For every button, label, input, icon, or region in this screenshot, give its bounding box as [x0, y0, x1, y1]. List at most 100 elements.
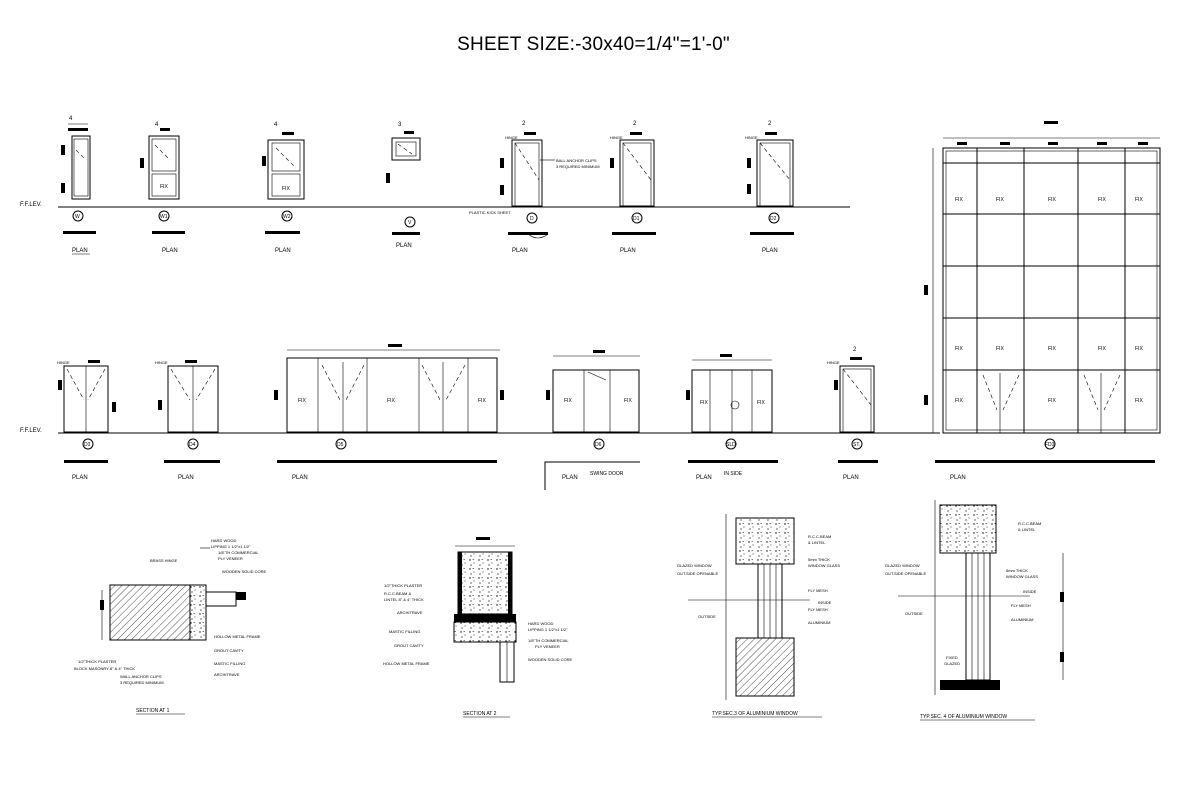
- svg-text:ALUMINIUM: ALUMINIUM: [1011, 617, 1033, 622]
- svg-text:GROUT CAVITY: GROUT CAVITY: [214, 648, 244, 653]
- svg-text:HINGE: HINGE: [610, 135, 623, 140]
- svg-text:WOODEN SOLID CORE: WOODEN SOLID CORE: [528, 657, 573, 662]
- svg-text:PLAN: PLAN: [620, 248, 636, 254]
- svg-text:D: D: [530, 216, 534, 222]
- svg-text:FIX: FIX: [996, 346, 1004, 352]
- svg-text:ARCHITRAVE: ARCHITRAVE: [214, 672, 240, 677]
- svg-text:PLAN: PLAN: [396, 243, 412, 249]
- svg-text:D2: D2: [770, 216, 777, 222]
- svg-text:FIX: FIX: [387, 398, 395, 404]
- svg-text:PLAN: PLAN: [178, 475, 194, 481]
- svg-text:HOLLOW METAL FRAME: HOLLOW METAL FRAME: [383, 661, 430, 666]
- svg-text:FIX: FIX: [1135, 346, 1143, 352]
- svg-text:D3: D3: [84, 442, 91, 448]
- svg-text:FIX: FIX: [757, 400, 765, 406]
- svg-text:PLAN: PLAN: [292, 475, 308, 481]
- ffl-label-row2: F.F.LEV.: [20, 428, 42, 434]
- svg-text:FIX: FIX: [282, 186, 290, 192]
- door-D2-elevation: 2 HINGE D2 PLAN: [745, 121, 794, 254]
- svg-text:W2: W2: [283, 214, 291, 220]
- row2-elevations: F.F.LEV. HINGE D3 PLAN HINGE D4: [20, 121, 1161, 490]
- svg-text:4: 4: [274, 122, 278, 128]
- svg-text:4: 4: [69, 116, 73, 122]
- window-W2-elevation: 4 FIX W2 PLAN: [262, 122, 305, 254]
- svg-text:1/2"THICK PLASTER: 1/2"THICK PLASTER: [384, 583, 422, 588]
- svg-text:FLY MESH: FLY MESH: [808, 588, 828, 593]
- svg-text:INSIDE: INSIDE: [818, 600, 832, 605]
- window-W-elevation: 4 W PLAN: [61, 116, 96, 255]
- svg-text:ARCHITRAVE: ARCHITRAVE: [397, 610, 423, 615]
- section-1-detail: HARD WOOD LIPPING 1 1/2"x1 1/2" 1/8"TH C…: [74, 538, 267, 715]
- svg-text:PLY VENEER: PLY VENEER: [218, 556, 243, 561]
- svg-text:HINGE: HINGE: [827, 360, 840, 365]
- svg-text:WINDOW GLASS: WINDOW GLASS: [1006, 574, 1038, 579]
- svg-text:LINTEL 8" & 4" THICK: LINTEL 8" & 4" THICK: [384, 597, 424, 602]
- svg-text:FIXED: FIXED: [946, 655, 958, 660]
- svg-text:HINGE: HINGE: [155, 360, 168, 365]
- svg-text:W: W: [75, 214, 80, 220]
- svg-text:FIX: FIX: [1048, 346, 1056, 352]
- facade-FD3-elevation: FIX FIX FIX FIX FIX FIX FIX FIX FIX FIX …: [924, 121, 1161, 481]
- svg-text:HOLLOW METAL FRAME: HOLLOW METAL FRAME: [214, 634, 261, 639]
- svg-text:ALUMINIUM: ALUMINIUM: [808, 620, 830, 625]
- svg-text:3: 3: [398, 122, 402, 128]
- row1-elevations: F.F.LEV. 4 W PLAN 4 FIX: [20, 116, 850, 255]
- door-D3-elevation: HINGE D3 PLAN: [57, 360, 116, 481]
- svg-text:R.C.C.BEAM: R.C.C.BEAM: [1018, 521, 1041, 526]
- svg-text:HINGE: HINGE: [57, 360, 70, 365]
- door-ST-elevation: 2 HINGE ST. PLAN: [827, 347, 878, 481]
- svg-text:PLAN: PLAN: [762, 248, 778, 254]
- svg-text:OUT.SIDE OPENABLE: OUT.SIDE OPENABLE: [885, 571, 926, 576]
- svg-text:GLAZED WINDOW: GLAZED WINDOW: [677, 563, 712, 568]
- svg-text:PLAN: PLAN: [512, 248, 528, 254]
- svg-text:WOODEN SOLID CORE: WOODEN SOLID CORE: [222, 569, 267, 574]
- door-SLD-elevation: FIX FIX SLD PLAN IN SIDE: [686, 354, 778, 481]
- svg-text:FIX: FIX: [1048, 398, 1056, 404]
- svg-text:FIX: FIX: [1098, 197, 1106, 203]
- svg-text:HARD WOOD: HARD WOOD: [211, 538, 236, 543]
- svg-text:FIX: FIX: [955, 346, 963, 352]
- svg-text:HINGE: HINGE: [745, 135, 758, 140]
- svg-text:HARD WOOD: HARD WOOD: [528, 621, 553, 626]
- svg-text:D5: D5: [337, 442, 344, 448]
- svg-text:FIX: FIX: [1135, 398, 1143, 404]
- svg-text:2: 2: [633, 121, 637, 127]
- svg-text:V: V: [408, 220, 412, 226]
- svg-text:BALL ANCHOR CLIPS: BALL ANCHOR CLIPS: [556, 158, 597, 163]
- svg-text:FIX: FIX: [700, 400, 708, 406]
- svg-text:FIX: FIX: [996, 197, 1004, 203]
- section-2-detail: 1/2"THICK PLASTER R.C.C.BEAM & LINTEL 8"…: [383, 537, 573, 718]
- svg-text:SECTION AT 2: SECTION AT 2: [463, 711, 497, 717]
- svg-text:INSIDE: INSIDE: [1023, 589, 1037, 594]
- svg-text:FIX: FIX: [564, 398, 572, 404]
- svg-text:FIX: FIX: [955, 398, 963, 404]
- svg-text:LIPPING 1 1/2"x1 1/2": LIPPING 1 1/2"x1 1/2": [528, 627, 568, 632]
- door-D6-elevation: FIX FIX D6 PLAN SWING DOOR: [544, 350, 640, 490]
- svg-text:PLAN: PLAN: [72, 248, 88, 254]
- svg-text:ST.: ST.: [853, 442, 860, 448]
- svg-text:IN SIDE: IN SIDE: [724, 471, 743, 477]
- svg-text:D6: D6: [595, 442, 602, 448]
- svg-text:FIX: FIX: [624, 398, 632, 404]
- svg-text:FIX: FIX: [478, 398, 486, 404]
- svg-text:GROUT CAVITY: GROUT CAVITY: [394, 643, 424, 648]
- svg-text:3 REQUIRED MINIMUM: 3 REQUIRED MINIMUM: [120, 680, 164, 685]
- svg-text:PLASTIC KICK SHEET: PLASTIC KICK SHEET: [469, 210, 511, 215]
- svg-text:D4: D4: [189, 442, 196, 448]
- svg-text:FIX: FIX: [955, 197, 963, 203]
- svg-text:FLY MESH: FLY MESH: [808, 607, 828, 612]
- svg-text:& LINTEL: & LINTEL: [808, 540, 826, 545]
- svg-text:BLOCK MASONRY 8" & 4" THICK: BLOCK MASONRY 8" & 4" THICK: [74, 666, 135, 671]
- svg-text:PLAN: PLAN: [950, 475, 966, 481]
- svg-text:MASTIC FILLING: MASTIC FILLING: [214, 661, 245, 666]
- svg-text:2: 2: [853, 347, 857, 353]
- svg-text:FIX: FIX: [298, 398, 306, 404]
- svg-text:OUTSIDE: OUTSIDE: [698, 614, 716, 619]
- svg-text:WINDOW GLASS: WINDOW GLASS: [808, 563, 840, 568]
- svg-text:PLAN: PLAN: [696, 475, 712, 481]
- svg-text:R.C.C.BEAM &: R.C.C.BEAM &: [384, 591, 411, 596]
- svg-text:2: 2: [522, 121, 526, 127]
- svg-text:D1: D1: [633, 216, 640, 222]
- svg-text:OUT.SIDE OPENABLE: OUT.SIDE OPENABLE: [677, 571, 718, 576]
